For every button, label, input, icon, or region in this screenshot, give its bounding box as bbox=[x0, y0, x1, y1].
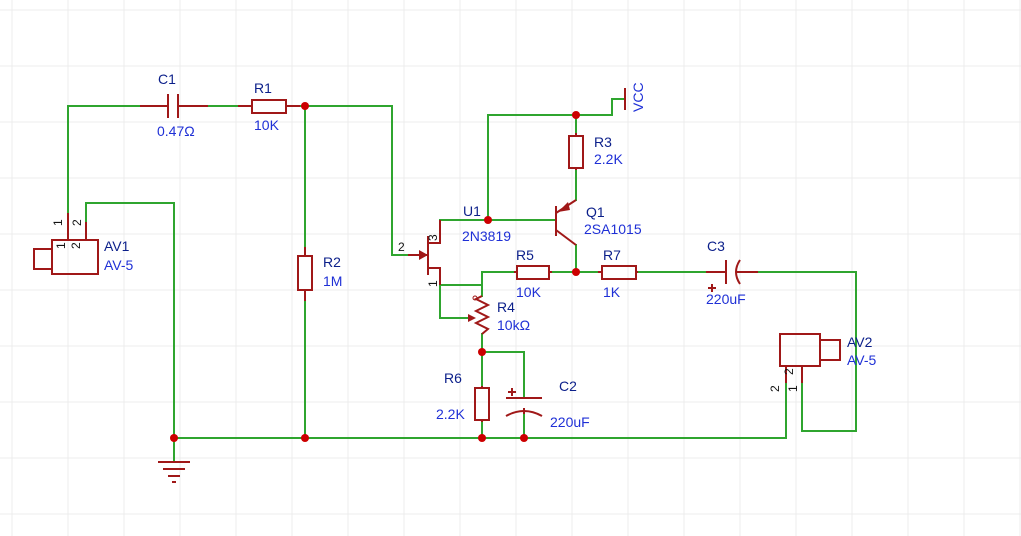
c1-designator: C1 bbox=[158, 71, 176, 87]
wire-source-r4[interactable] bbox=[439, 284, 473, 319]
av1-pin1-inner-label: 1 bbox=[54, 242, 68, 249]
junction-vcc-r3 bbox=[572, 111, 580, 119]
av2-pin2-label: 2 bbox=[768, 385, 782, 392]
c2-designator: C2 bbox=[559, 378, 577, 394]
junction-r1-r2 bbox=[301, 102, 309, 110]
r5-designator: R5 bbox=[516, 247, 534, 263]
junction-ground-c2 bbox=[520, 434, 528, 442]
av1-pin2-label: 2 bbox=[70, 219, 84, 226]
resistor-r5[interactable] bbox=[514, 265, 552, 280]
resistor-r2[interactable] bbox=[297, 247, 313, 301]
ground-icon[interactable] bbox=[158, 461, 190, 483]
capacitor-c1[interactable] bbox=[140, 94, 208, 118]
wire-node-c2[interactable] bbox=[481, 351, 525, 399]
wire-c3-av2[interactable] bbox=[757, 271, 857, 432]
capacitor-c2[interactable] bbox=[505, 388, 543, 417]
junction-ground-r2 bbox=[301, 434, 309, 442]
resistor-r1[interactable] bbox=[238, 99, 300, 114]
jfet-u1[interactable] bbox=[408, 220, 441, 285]
jack-av2[interactable] bbox=[779, 333, 841, 383]
vcc-label: VCC bbox=[630, 82, 646, 112]
r3-value: 2.2K bbox=[594, 151, 623, 167]
potentiometer-r4[interactable] bbox=[468, 295, 491, 335]
q1-value: 2SA1015 bbox=[584, 221, 642, 237]
junction-ground-left bbox=[170, 434, 178, 442]
wire-av1-ground[interactable] bbox=[85, 202, 175, 439]
junctions bbox=[170, 102, 580, 442]
r3-designator: R3 bbox=[594, 134, 612, 150]
wire-r1-gate[interactable] bbox=[299, 105, 409, 256]
r7-designator: R7 bbox=[603, 247, 621, 263]
av2-value: AV-5 bbox=[847, 352, 877, 368]
r2-designator: R2 bbox=[323, 254, 341, 270]
av2-designator: AV2 bbox=[847, 334, 873, 350]
r1-designator: R1 bbox=[254, 80, 272, 96]
resistor-r6[interactable] bbox=[474, 386, 490, 422]
junction-r4-r6 bbox=[478, 348, 486, 356]
u1-drain-pin-label: 3 bbox=[426, 234, 440, 241]
wires bbox=[67, 98, 857, 461]
junction-collector bbox=[572, 268, 580, 276]
r7-value: 1K bbox=[603, 284, 621, 300]
r4-designator: R4 bbox=[497, 299, 515, 315]
junction-ground-r6 bbox=[478, 434, 486, 442]
u1-designator: U1 bbox=[463, 203, 481, 219]
wire-av1-c1[interactable] bbox=[67, 105, 141, 214]
c1-value: 0.47Ω bbox=[157, 123, 195, 139]
capacitor-c3[interactable] bbox=[706, 259, 758, 292]
r6-value: 2.2K bbox=[436, 406, 465, 422]
av2-pin1-inner-label: 1 bbox=[786, 385, 800, 392]
c3-designator: C3 bbox=[707, 238, 725, 254]
junction-drain bbox=[484, 216, 492, 224]
q1-designator: Q1 bbox=[586, 204, 605, 220]
u1-gate-pin-label: 2 bbox=[398, 240, 405, 254]
resistor-r7[interactable] bbox=[598, 265, 638, 280]
r5-value: 10K bbox=[516, 284, 542, 300]
av1-designator: AV1 bbox=[104, 238, 130, 254]
r6-designator: R6 bbox=[444, 370, 462, 386]
av1-value: AV-5 bbox=[104, 257, 134, 273]
wire-vcc-rail[interactable] bbox=[487, 98, 626, 221]
transistor-q1[interactable] bbox=[555, 199, 577, 246]
av1-pin1-label: 1 bbox=[51, 219, 65, 226]
c3-value: 220uF bbox=[706, 291, 746, 307]
r4-value: 10kΩ bbox=[497, 317, 530, 333]
c2-value: 220uF bbox=[550, 414, 590, 430]
resistor-r3[interactable] bbox=[568, 133, 584, 170]
jack-av1[interactable] bbox=[33, 213, 99, 275]
av2-pin2-inner-label: 2 bbox=[782, 368, 796, 375]
u1-value: 2N3819 bbox=[462, 228, 511, 244]
u1-source-pin-label: 1 bbox=[426, 280, 440, 287]
av1-pin2-inner-label: 2 bbox=[69, 242, 83, 249]
r2-value: 1M bbox=[323, 273, 342, 289]
wire-source-r5[interactable] bbox=[439, 271, 515, 286]
r1-value: 10K bbox=[254, 117, 280, 133]
